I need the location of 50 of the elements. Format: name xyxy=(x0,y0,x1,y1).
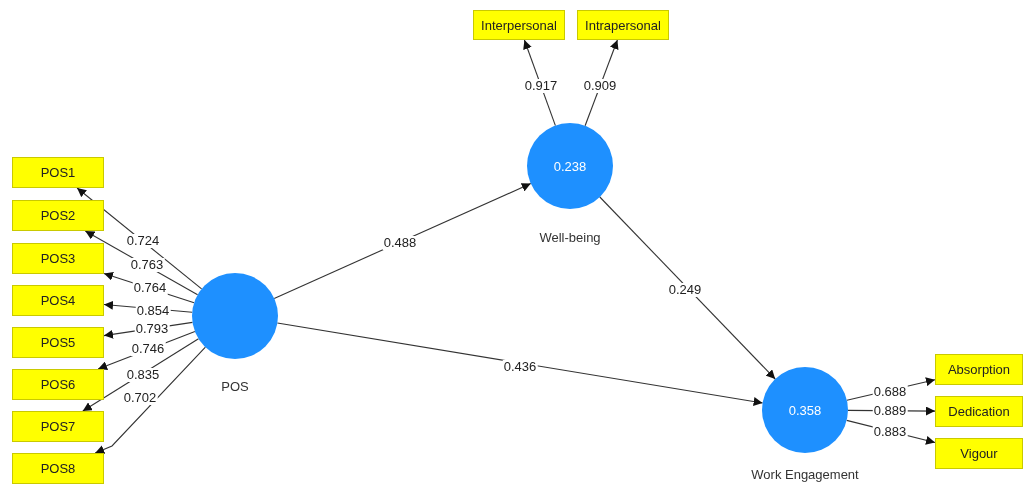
indicator-label: Intrapersonal xyxy=(585,17,661,33)
path-arrow xyxy=(599,196,776,380)
indicator-label: POS5 xyxy=(40,335,76,350)
indicator-label: Vigour xyxy=(960,446,998,461)
edge-label: 0.702 xyxy=(122,391,158,405)
indicator-label: POS2 xyxy=(40,208,76,223)
construct-name: POS xyxy=(221,378,249,394)
construct-name: Well-being xyxy=(539,229,601,245)
indicator-label: Dedication xyxy=(948,404,1010,419)
edge-label: 0.889 xyxy=(872,404,908,418)
edge-label: 0.854 xyxy=(135,304,171,318)
edge-label: 0.488 xyxy=(382,236,418,250)
indicator-box xyxy=(935,354,1023,385)
indicator-label: POS8 xyxy=(40,461,76,476)
indicator-box xyxy=(577,10,669,40)
edge-label: 0.746 xyxy=(130,342,166,356)
edge-label: 0.688 xyxy=(872,385,908,399)
edge-label: 0.793 xyxy=(134,322,170,336)
indicator-box xyxy=(12,285,104,316)
indicator-label: Absorption xyxy=(947,362,1011,377)
edge-label: 0.763 xyxy=(129,258,165,272)
edge-label: 0.909 xyxy=(582,79,618,93)
indicator-box xyxy=(935,396,1023,427)
indicator-box xyxy=(12,411,104,442)
indicator-label: Interpersonal xyxy=(481,17,557,33)
path-arrow xyxy=(94,346,206,454)
edge-label: 0.835 xyxy=(125,368,161,382)
indicator-label: POS4 xyxy=(40,293,76,308)
edge-label: 0.883 xyxy=(872,425,908,439)
indicator-box xyxy=(12,243,104,274)
indicator-box xyxy=(12,369,104,400)
indicator-box xyxy=(473,10,565,40)
r-squared-value: 0.358 xyxy=(788,402,822,418)
indicator-box xyxy=(12,157,104,188)
edge-label: 0.724 xyxy=(125,234,161,248)
indicator-label: POS6 xyxy=(40,377,76,392)
edge-label: 0.249 xyxy=(667,283,703,297)
indicator-box xyxy=(12,327,104,358)
indicator-box xyxy=(12,200,104,231)
indicator-label: POS1 xyxy=(40,165,76,180)
construct-name: Work Engagement xyxy=(751,466,859,482)
r-squared-value: 0.238 xyxy=(553,158,587,174)
indicator-label: POS7 xyxy=(40,419,76,434)
edge-label: 0.764 xyxy=(132,281,168,295)
indicator-label: POS3 xyxy=(40,251,76,266)
indicator-box xyxy=(12,453,104,484)
edge-label: 0.436 xyxy=(502,360,538,374)
indicator-box xyxy=(935,438,1023,469)
path-arrow xyxy=(276,322,764,406)
edge-label: 0.917 xyxy=(523,79,559,93)
